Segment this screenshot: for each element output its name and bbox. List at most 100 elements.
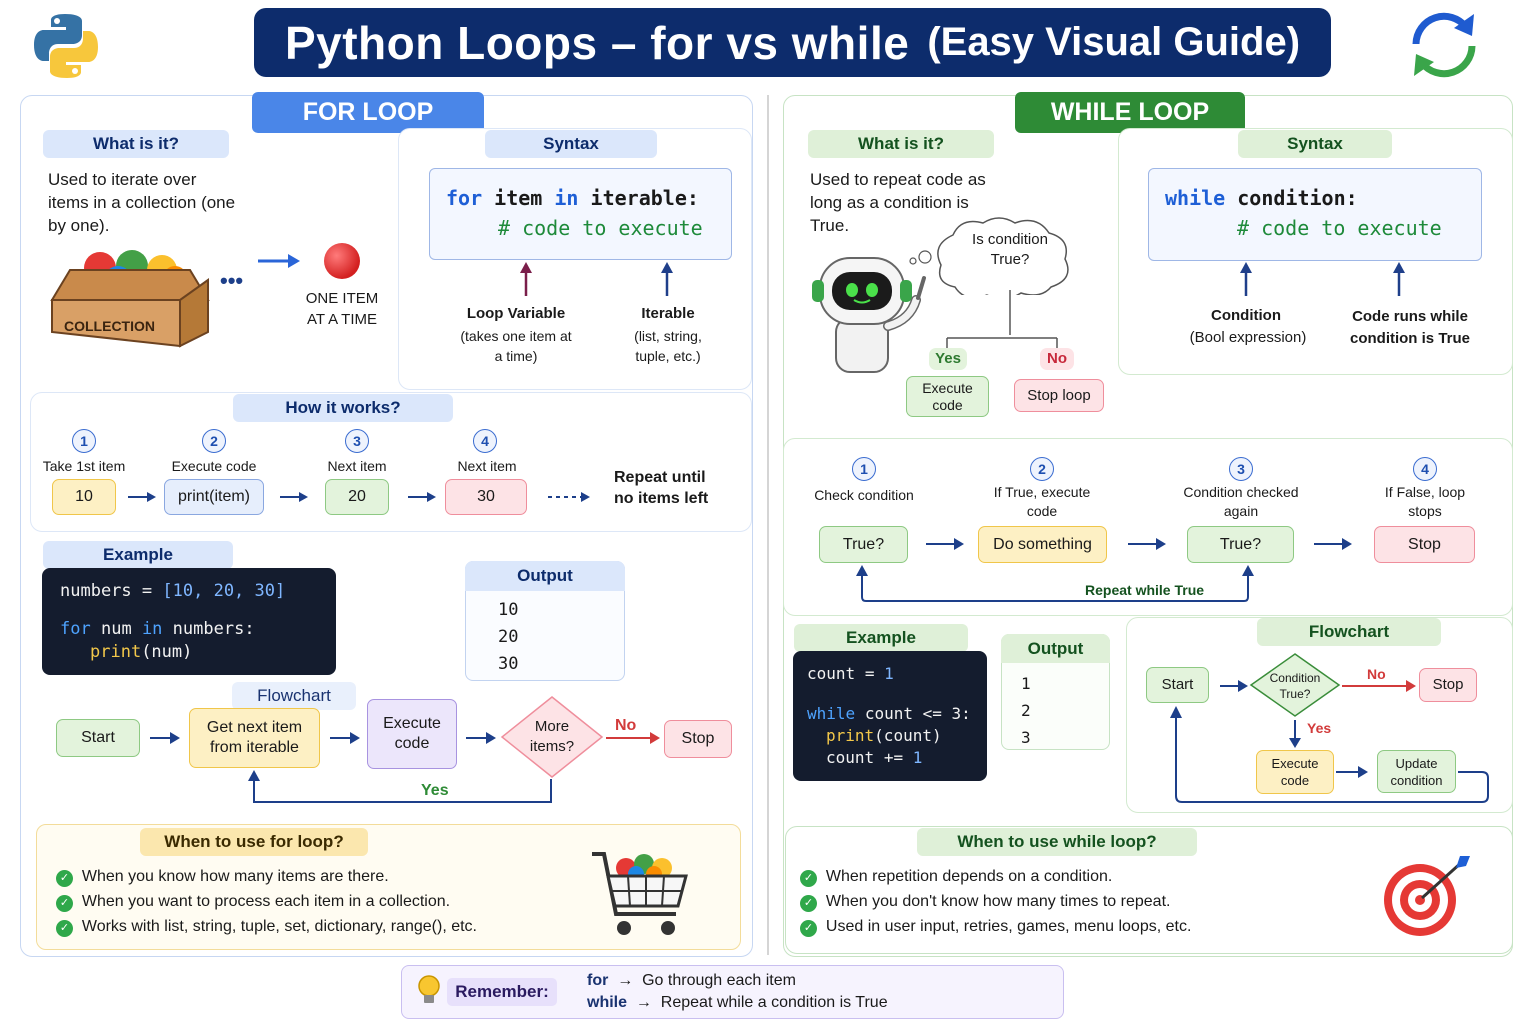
for-fc-get: Get next item from iterable [189,708,320,768]
code-count-inc-var: count [826,748,875,767]
for-output-line-1: 10 [498,600,519,620]
title-banner: Python Loops – for vs while (Easy Visual… [254,8,1331,77]
remember-label: Remember: [447,978,557,1006]
runs-desc: Code runs while condition is True [1349,308,1470,347]
check-icon: ✓ [800,920,817,937]
while-example-label: Example [794,624,968,652]
while-step-1-value: True? [819,526,908,563]
while-fc-no: No [1367,666,1386,682]
for-fc-no: No [615,717,637,734]
while-what-label: What is it? [808,130,994,158]
while-yes-badge: Yes [929,348,967,370]
while-syntax-code: while condition: # code to execute [1148,168,1482,261]
runs-arrow-icon [1391,262,1407,303]
loop-var-title: Loop Variable [466,305,566,322]
remember-while-text: Repeat while a condition is True [660,994,888,1011]
code-print-fn-while: print [826,726,875,745]
while-execute-code: Execute code [906,376,989,417]
while-loop-heading-text: WHILE LOOP [1050,98,1210,126]
while-what-text: Used to repeat code as long as a conditi… [810,170,986,235]
remember-for-text: Go through each item [642,972,796,989]
while-fc-cond: Condition True? [1269,671,1321,701]
iterable-desc: (list, string, tuple, etc.) [634,328,702,364]
while-step-3-number: 3 [1229,457,1253,481]
code-one: 1 [884,664,894,683]
while-step-3-value: True? [1187,526,1294,563]
cond-desc: (Bool expression) [1189,329,1307,346]
code-print-fn: print [90,642,142,662]
for-when-list: ✓ When you know how many items are there… [56,864,477,939]
kw-while: while [1165,186,1226,210]
while-step-4-value: Stop [1374,526,1475,563]
while-when-item-text: Used in user input, retries, games, menu… [825,918,1192,935]
while-output-label: Output [1001,634,1110,663]
while-fc-update: Update condition [1377,750,1456,793]
python-logo-icon [30,10,102,82]
for-flowchart-label: Flowchart [232,682,356,710]
for-when-item: ✓ When you know how many items are there… [56,864,477,889]
for-output-line-2: 20 [498,627,519,647]
remember-while-kw: while [587,994,628,1011]
for-example-label: Example [43,541,233,569]
code-while-kw: while [807,704,856,723]
code-condition: count <= 3: [864,704,971,723]
while-output-values: 1 2 3 [1021,670,1031,751]
while-when-list: ✓ When repetition depends on a condition… [800,864,1191,939]
thought-text: Is condition True? [972,231,1048,268]
dots-icon: ••• [220,268,244,293]
cond-arrow-icon [1238,262,1254,303]
loop-var-desc: (takes one item at a time) [460,328,572,364]
for-output-label: Output [465,561,625,591]
for-step-2-label: Execute code [171,458,257,474]
while-step-1-number: 1 [852,457,876,481]
while-flowchart-label: Flowchart [1257,618,1441,646]
arrow-right-icon [256,250,302,277]
syntax-comment: # code to execute [498,216,703,240]
while-when-item-text: When repetition depends on a condition. [825,868,1113,885]
for-fc-more-diamond [500,695,604,779]
remember-line-1: for → Go through each item [587,972,796,989]
while-repeat-text: Repeat while True [1085,582,1205,598]
remember-line-2: while → Repeat while a condition is True [587,994,888,1011]
while-syntax-comment: # code to execute [1237,216,1442,240]
while-fc-stop: Stop [1419,668,1477,702]
for-syntax-code: for item in iterable: # code to execute [429,168,732,260]
page-title: Python Loops – for vs while [284,16,910,69]
iterable-arrow-icon [659,262,675,303]
for-when-item: ✓ Works with list, string, tuple, set, d… [56,914,477,939]
cond-title: Condition [1211,307,1281,324]
loop-var-arrow-icon [518,262,534,303]
remember-for-kw: for [587,972,609,989]
code-print-count: (count) [874,726,942,745]
while-when-item: ✓ When you don't know how many times to … [800,889,1191,914]
for-what-label: What is it? [43,130,229,158]
for-step-3-value: 20 [325,479,389,515]
lightbulb-icon [416,973,442,1009]
syntax-item: item [494,186,543,210]
while-step-2-number: 2 [1030,457,1054,481]
page-subtitle: (Easy Visual Guide) [927,20,1301,64]
code-inc-op: += [883,748,904,767]
while-fc-start: Start [1146,667,1209,703]
check-icon: ✓ [56,895,73,912]
one-item-label: ONE ITEM AT A TIME [305,290,379,328]
section-divider [767,95,769,955]
for-when-item-text: Works with list, string, tuple, set, dic… [81,918,477,935]
syntax-iterable: iterable: [590,186,699,210]
while-fc-cond-diamond [1249,652,1341,718]
target-icon [1380,852,1472,938]
code-inc-val: 1 [912,748,923,767]
robot-icon [808,250,938,375]
code-count-var: count [807,664,856,683]
while-step-2-label: If True, execute code [993,484,1091,519]
while-how-arrows [850,533,1370,610]
for-step-1-value: 10 [52,479,116,515]
while-when-item: ✓ Used in user input, retries, games, me… [800,914,1191,939]
shopping-cart-icon [588,848,692,944]
thought-bubble [905,215,1085,300]
code-numbers-var: numbers [60,581,132,601]
for-fc-more: More items? [529,718,575,755]
while-step-4-number: 4 [1413,457,1437,481]
for-when-item: ✓ When you want to process each item in … [56,889,477,914]
for-fc-start: Start [56,719,140,757]
